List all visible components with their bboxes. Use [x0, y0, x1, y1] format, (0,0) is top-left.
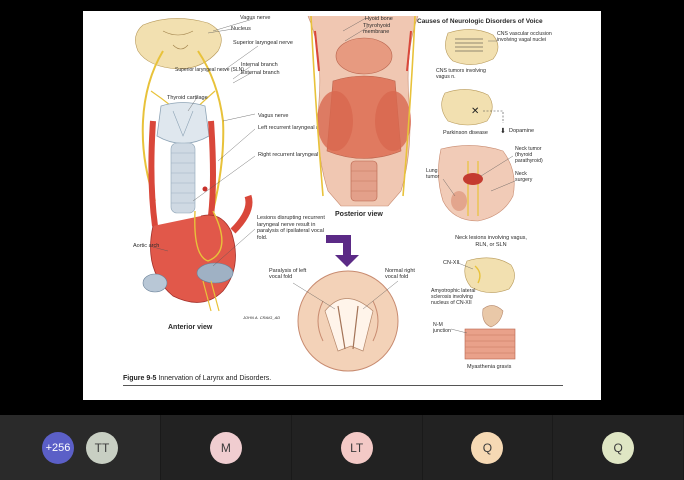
label-superior-laryngeal-nerve-sln: Superior laryngeal nerve (SLN)	[175, 67, 244, 73]
participant-avatar: LT	[340, 431, 373, 464]
label-right-rln: Right recurrent laryngeal nerve (RLN)	[258, 152, 350, 158]
shared-slide: Vagus nerve Nucleus Superior laryngeal n…	[83, 11, 601, 400]
participant-strip: +256 TT M LT Q Q	[0, 415, 684, 480]
label-normal-right: Normal right vocal fold	[385, 268, 415, 280]
label-paralysis-left: Paralysis of left vocal fold	[269, 268, 307, 280]
anatomy-illustration: Vagus nerve Nucleus Superior laryngeal n…	[133, 15, 552, 372]
caption-figure-number: Figure 9-5	[123, 375, 157, 382]
label-neck-surgery: Neck surgery	[515, 171, 533, 183]
figure-caption: Figure 9-5 Innervation of Larynx and Dis…	[123, 375, 271, 382]
participant-tile[interactable]: Q	[422, 415, 554, 480]
label-neck-lesions: Neck lesions involving vagus, RLN, or SL…	[455, 235, 527, 248]
label-signature: JOHN A. CRAIG_AD	[242, 315, 280, 320]
label-left-rln: Left recurrent laryngeal nerve (RLN)	[258, 125, 346, 131]
more-participants-badge[interactable]: +256	[42, 431, 74, 464]
label-dopamine: Dopamine	[509, 128, 534, 134]
participant-avatar: Q	[602, 431, 635, 464]
label-lesions: Lesions disrupting recurrent laryngeal n…	[257, 215, 325, 241]
label-nucleus: Nucleus	[231, 26, 251, 32]
arrow-icon	[326, 235, 359, 267]
participant-avatar: TT	[86, 431, 118, 464]
label-cns-vascular: CNS vascular occlusion involving vagal n…	[497, 31, 552, 43]
causes-title: Causes of Neurologic Disorders of Voice	[417, 18, 543, 25]
label-cns-tumors: CNS tumors involving vagus n.	[436, 68, 486, 80]
label-thyroid-cartilage: Thyroid cartilage	[167, 95, 208, 101]
label-anterior-view: Anterior view	[168, 324, 213, 331]
label-superior-laryngeal-nerve: Superior laryngeal nerve	[233, 40, 293, 46]
caption-text: Innervation of Larynx and Disorders.	[158, 375, 272, 382]
label-parkinson: Parkinson disease	[443, 130, 488, 136]
label-cn-xii: CN-XII	[443, 260, 460, 266]
label-vagus-nerve-top: Vagus nerve	[240, 15, 270, 21]
label-external-branch: External branch	[241, 70, 280, 76]
label-lung-tumor: Lung tumor	[426, 168, 440, 180]
participant-tile[interactable]: Q	[553, 415, 684, 480]
label-thyrohyoid-membrane: Thyrohyoid membrane	[363, 23, 391, 35]
down-arrow-icon: ⬇	[500, 127, 506, 135]
label-aortic-arch: Aortic arch	[133, 243, 159, 249]
label-nm-junction: N-M junction	[433, 322, 451, 334]
participant-tile[interactable]: LT	[291, 415, 423, 480]
caption-divider	[123, 385, 563, 386]
participant-tile[interactable]: M	[161, 415, 292, 480]
label-als: Amyotrophic lateral sclerosis involving …	[431, 288, 476, 306]
label-internal-branch: Internal branch	[241, 62, 278, 68]
label-vagus-nerve-mid: Vagus nerve	[258, 113, 288, 119]
participant-tile-overflow[interactable]: +256 TT	[0, 415, 161, 480]
label-neck-tumor: Neck tumor (thyroid parathyroid)	[515, 146, 543, 164]
participant-avatar: M	[209, 431, 242, 464]
participant-avatar: Q	[471, 431, 504, 464]
label-posterior-view: Posterior view	[335, 211, 383, 218]
label-myasthenia: Myasthenia gravis	[467, 364, 512, 370]
label-hyoid-bone: Hyoid bone	[365, 16, 393, 22]
x-mark-icon: ✕	[471, 106, 479, 117]
screen-share-area: Vagus nerve Nucleus Superior laryngeal n…	[83, 11, 601, 400]
